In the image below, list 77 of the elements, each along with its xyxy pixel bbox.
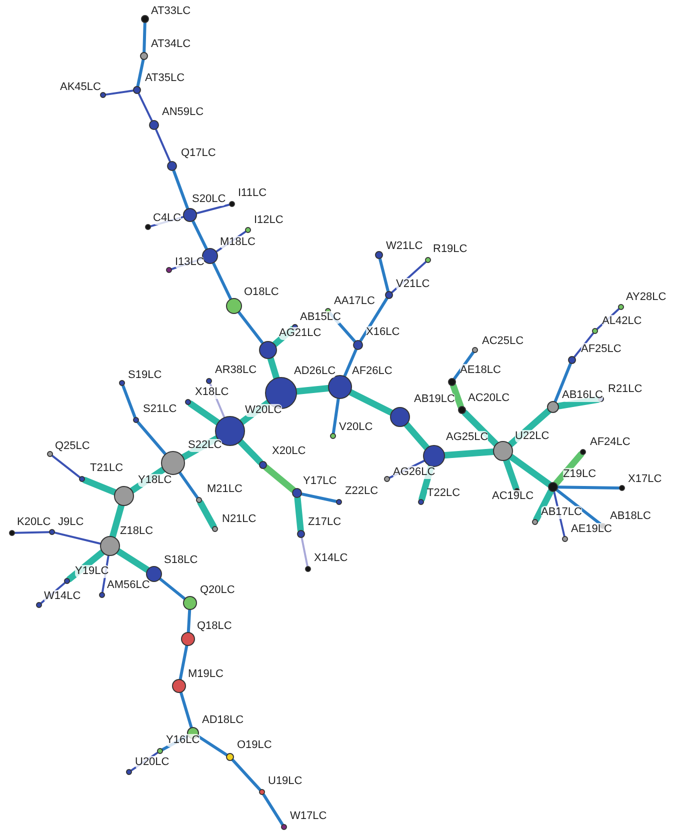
node-label: AB17LC xyxy=(541,506,582,519)
node-label: X18LC xyxy=(195,386,229,399)
connector-line xyxy=(332,397,340,435)
connector-line xyxy=(180,691,193,729)
node-label: AB16LC xyxy=(562,389,603,402)
connector-line xyxy=(142,22,146,54)
connector-line xyxy=(300,492,338,503)
node-label: U22LC xyxy=(515,430,550,443)
connector-line xyxy=(359,296,388,342)
connector-line xyxy=(115,548,150,573)
node-label: AD26LC xyxy=(294,365,336,378)
node-label: Y18LC xyxy=(138,474,172,487)
connector-line xyxy=(556,486,620,490)
connector-line xyxy=(555,488,602,526)
node-label: Y16LC xyxy=(166,734,200,747)
connector-line xyxy=(186,608,192,634)
connector-line xyxy=(553,451,584,486)
node-label: Z19LC xyxy=(563,468,596,481)
node-label: Q18LC xyxy=(197,620,232,633)
connector-line xyxy=(378,257,390,293)
connector-line xyxy=(462,410,500,448)
connector-line xyxy=(262,793,284,826)
connector-line xyxy=(51,454,81,478)
connector-line xyxy=(136,58,145,88)
node-label: AG26LC xyxy=(393,466,436,479)
connector-line xyxy=(196,734,228,756)
connector-line xyxy=(14,531,50,534)
connector-line xyxy=(533,488,554,523)
node-label: V21LC xyxy=(396,278,430,291)
connector-line xyxy=(403,421,430,451)
connector-line xyxy=(503,457,520,492)
connector-line xyxy=(237,310,264,344)
connector-line xyxy=(192,220,208,250)
connector-line xyxy=(172,169,190,210)
connector-line xyxy=(136,420,167,456)
connector-line xyxy=(237,438,264,466)
connector-line xyxy=(82,476,118,496)
node-label: W14LC xyxy=(44,590,81,603)
connector-line xyxy=(138,92,153,122)
node-label: AG25LC xyxy=(446,431,488,444)
connector-line xyxy=(54,532,102,545)
connector-line xyxy=(507,408,552,448)
node-label: S22LC xyxy=(188,439,222,452)
connector-line xyxy=(300,536,308,568)
connector-line xyxy=(178,644,188,681)
node-label: AB15LC xyxy=(300,311,341,324)
node-label: U20LC xyxy=(135,756,170,769)
node-label: I13LC xyxy=(175,256,204,269)
node-label: Q17LC xyxy=(181,147,216,160)
connector-line xyxy=(452,350,475,380)
connector-line xyxy=(573,332,594,358)
node-label: C4LC xyxy=(153,212,182,225)
node-label: S20LC xyxy=(192,193,226,206)
node-label: Y19LC xyxy=(75,565,109,578)
connector-line xyxy=(231,758,262,792)
connector-line xyxy=(178,471,199,500)
node-label: Q25LC xyxy=(55,440,90,453)
connector-line xyxy=(197,499,217,530)
connector-line xyxy=(155,128,171,162)
connector-line xyxy=(343,348,358,378)
connector-line xyxy=(66,549,106,582)
connector-line xyxy=(554,362,572,403)
connector-line xyxy=(450,382,464,410)
connector-line xyxy=(212,262,232,300)
node-label: AG21LC xyxy=(279,327,322,340)
connector-line xyxy=(262,464,296,494)
node-label: W20LC xyxy=(245,404,282,417)
connector-line xyxy=(196,204,230,214)
connector-line xyxy=(122,384,136,419)
node-label: AL42LC xyxy=(602,315,642,328)
node-label: Q20LC xyxy=(200,584,235,597)
node-label: M18LC xyxy=(220,236,256,249)
connector-line xyxy=(508,454,552,488)
connector-line xyxy=(347,389,394,416)
connector-line xyxy=(187,400,221,426)
connector-line xyxy=(104,90,134,96)
connector-line xyxy=(158,578,186,600)
